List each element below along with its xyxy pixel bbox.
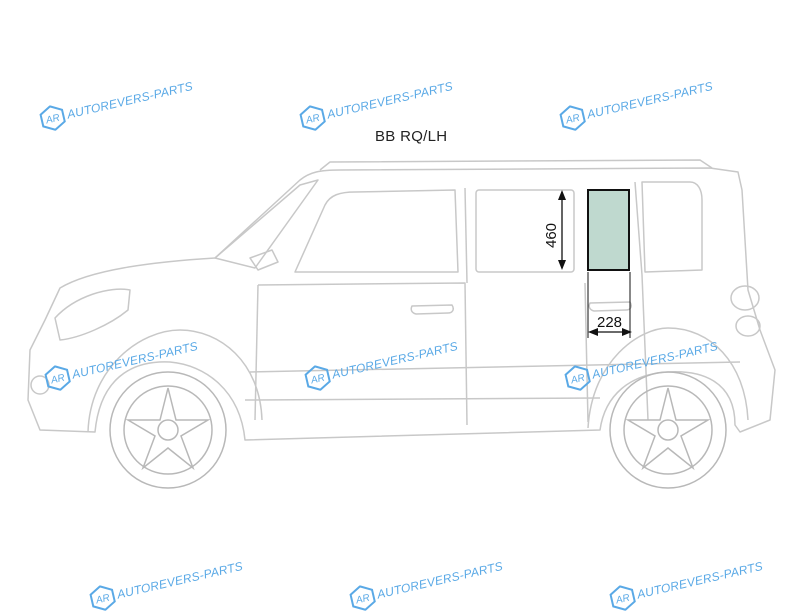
watermark-logo-icon: AR [44,365,71,391]
rear-door-handle [588,301,632,312]
sliding-door-line [584,282,589,423]
pillar-c [634,181,649,421]
watermark-logo-icon: AR [89,585,116,611]
watermark-logo-icon: AR [559,105,586,131]
highlighted-glass [587,189,630,271]
height-dimension-label: 460 [543,223,560,248]
rear-wheel-arch [587,327,749,429]
side-mirror [249,249,279,271]
front-wheel-arch [87,329,263,433]
width-dimension-label: 228 [597,314,622,331]
watermark-logo-icon: AR [349,585,376,611]
rocker-line [249,361,741,373]
svg-text:AR: AR [309,373,326,387]
watermark-logo-icon: AR [39,105,66,131]
front-door-line [257,282,468,426]
svg-text:AR: AR [564,113,581,127]
lower-sill [244,397,601,401]
height-dimension [558,190,566,270]
rear-wheel [609,371,727,489]
width-dimension [587,272,632,338]
front-wheel [109,371,227,489]
svg-text:AR: AR [569,373,586,387]
front-door-edge [254,284,259,421]
rear-quarter-window [641,181,703,273]
svg-text:AR: AR [44,113,61,127]
watermark-logo-icon: AR [299,105,326,131]
car-diagram: 460 228 [27,159,776,489]
watermark-logo-icon: AR [564,365,591,391]
tail-light-upper [730,285,760,311]
middle-window [475,189,575,273]
watermark-logo-icon: AR [609,585,636,611]
svg-text:AR: AR [49,373,66,387]
front-door-handle [410,304,454,315]
tail-light-lower [735,315,761,337]
svg-text:AR: AR [304,113,321,127]
front-door-window [294,189,459,273]
watermark-logo-icon: AR [304,365,331,391]
part-code-title: BB RQ/LH [375,128,448,145]
windshield [214,179,319,269]
headlight [54,288,131,341]
pillar-b [464,187,468,284]
roof-rail [319,159,713,171]
